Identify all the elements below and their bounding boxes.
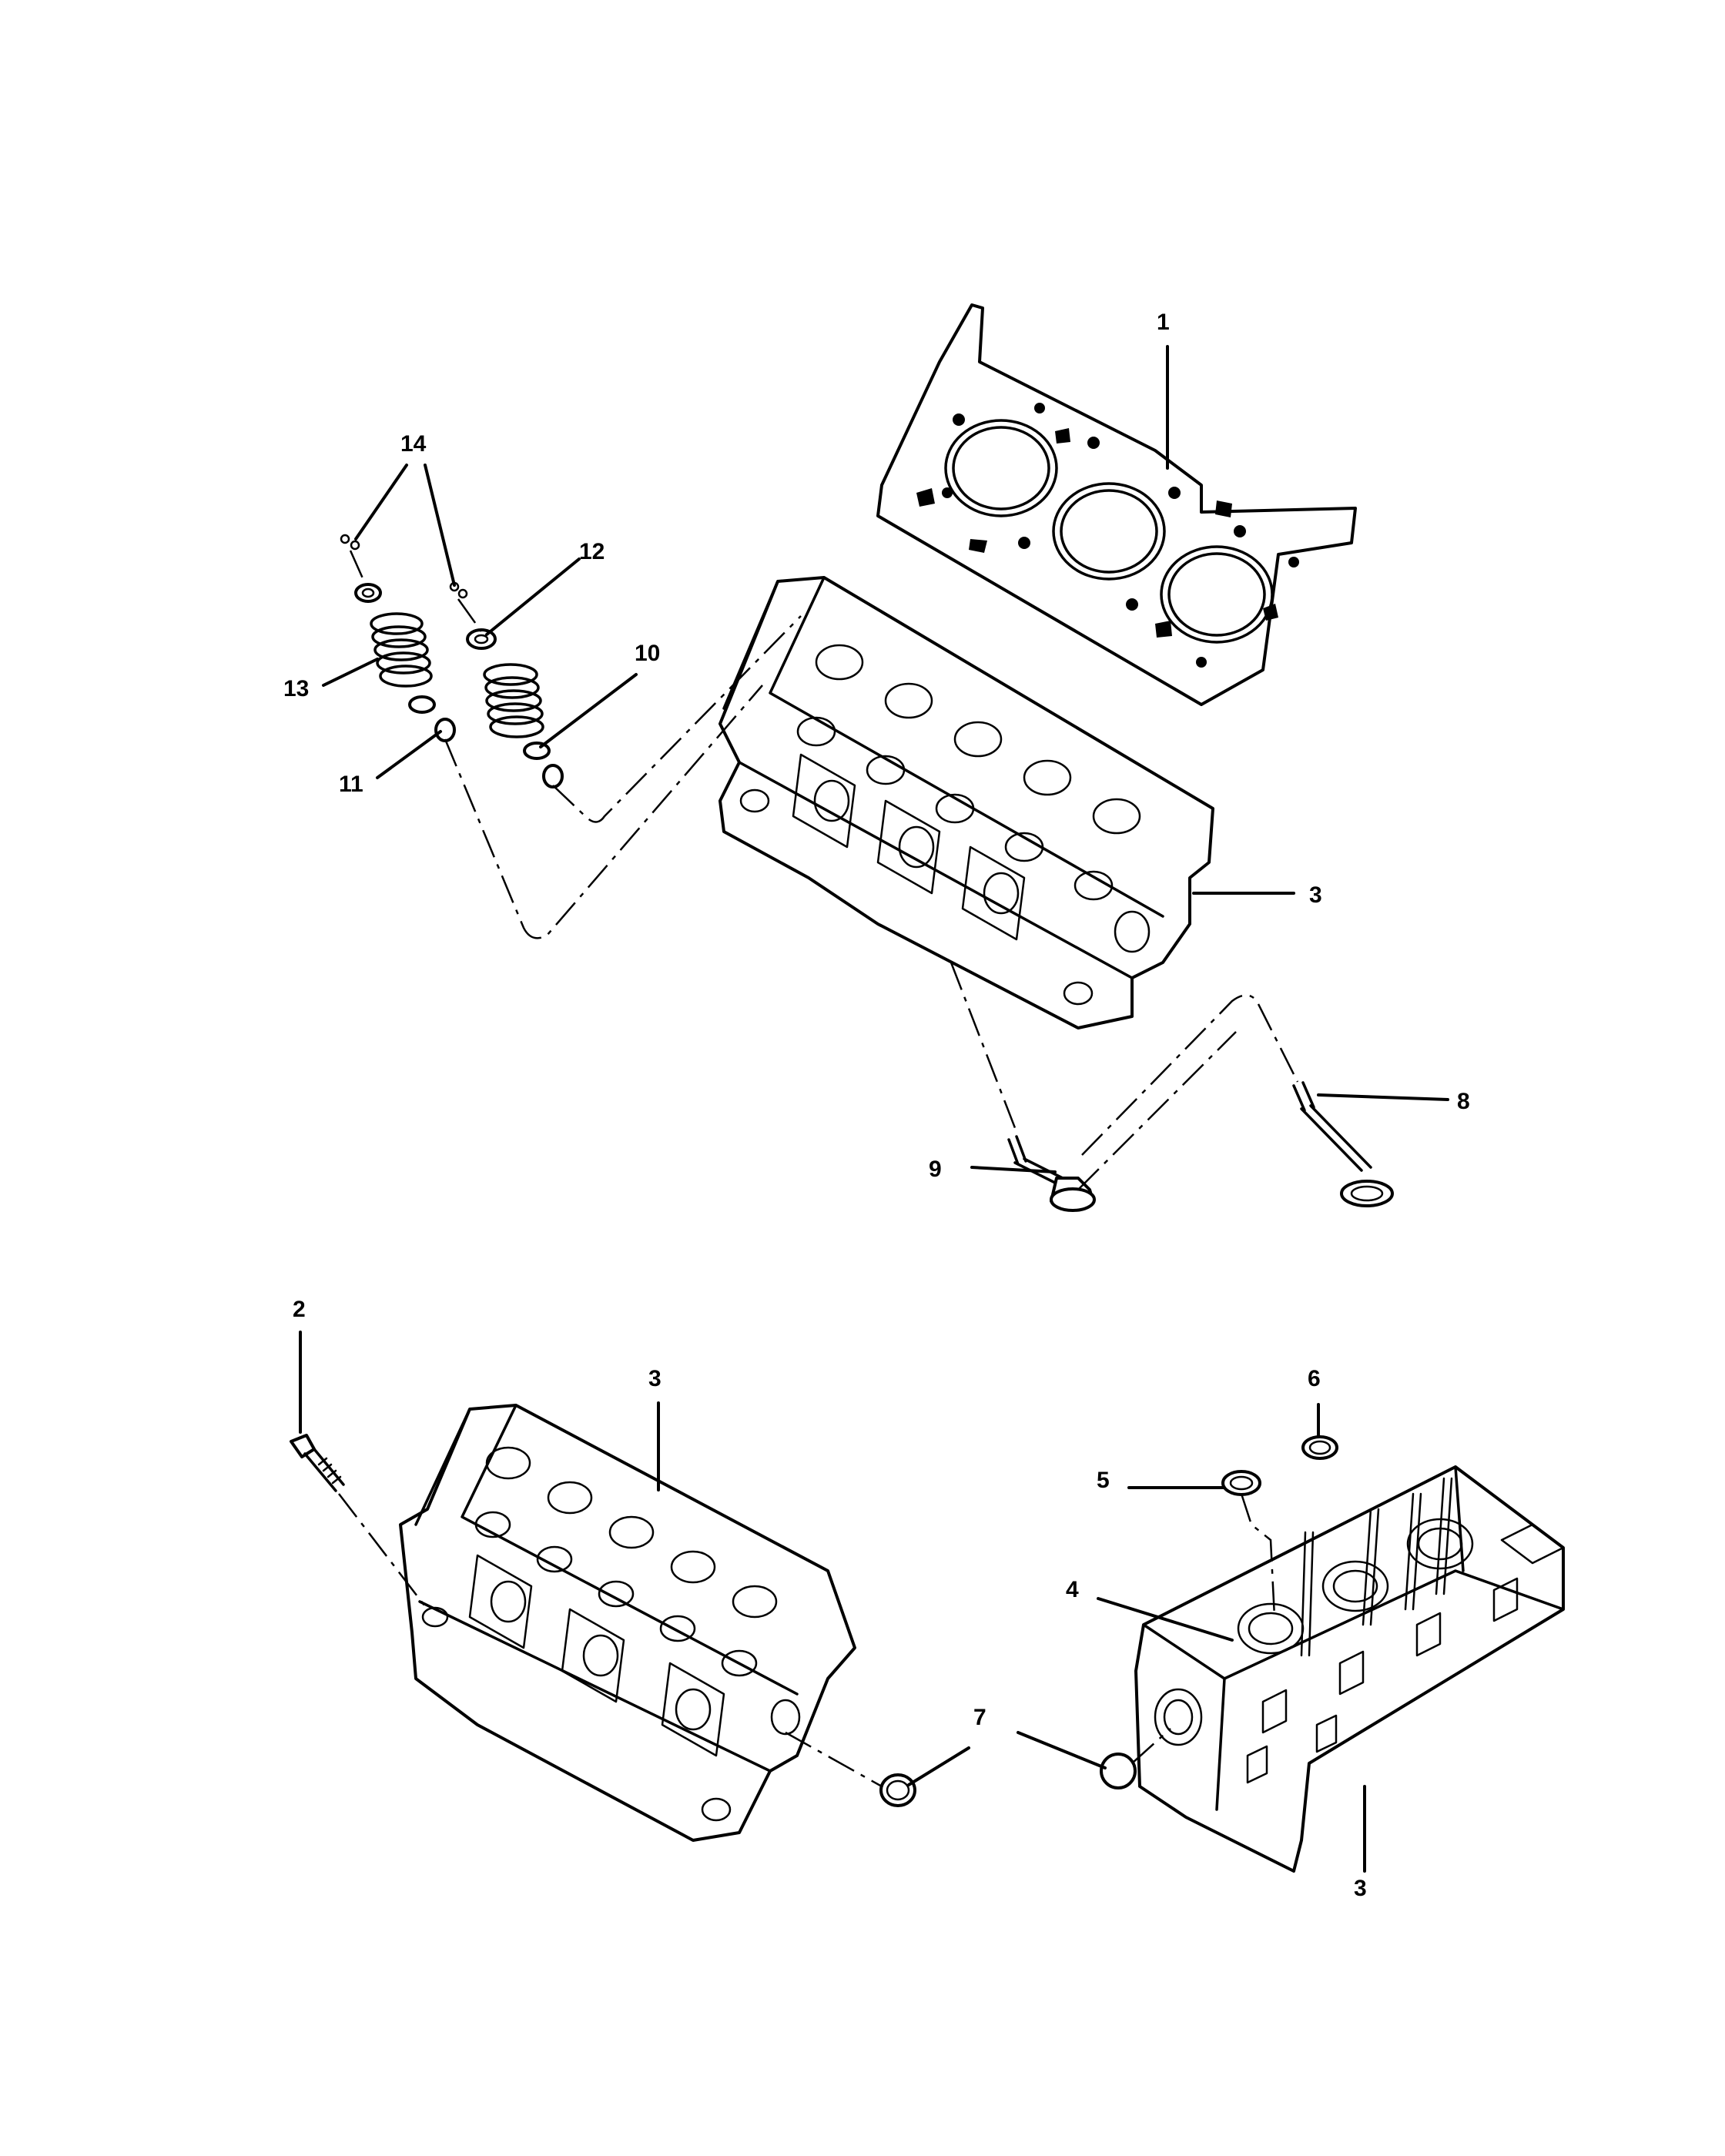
callout-7: 7 — [973, 1705, 986, 1730]
intake-valve — [1007, 1135, 1096, 1212]
core-plugs — [879, 1753, 1137, 1807]
spark-plug-tube-seals — [1221, 1435, 1338, 1496]
head-gasket — [876, 303, 1357, 706]
callout-13: 13 — [283, 676, 309, 701]
head-bolt — [290, 1434, 345, 1492]
cylinder-head-lower-right — [1134, 1465, 1565, 1873]
exhaust-valve — [1292, 1081, 1394, 1207]
callout-2: 2 — [293, 1297, 306, 1322]
leader-lines — [299, 345, 1449, 1873]
callout-labels: 1 2 3 3 3 4 5 6 7 8 9 10 11 12 13 14 — [283, 310, 1470, 1901]
callout-1: 1 — [1157, 310, 1170, 335]
cylinder-head-lower-left — [399, 1404, 856, 1842]
cylinder-head-upper — [718, 576, 1214, 1029]
assembly-lines — [338, 550, 1299, 1788]
valve-guides — [1300, 1477, 1453, 1657]
callout-3-lower-right: 3 — [1354, 1876, 1367, 1901]
callout-12: 12 — [579, 539, 605, 564]
callout-5: 5 — [1097, 1468, 1110, 1493]
callout-3-upper: 3 — [1309, 882, 1322, 908]
callout-6: 6 — [1308, 1366, 1321, 1391]
callout-11: 11 — [339, 772, 363, 797]
callout-3-lower-left: 3 — [648, 1366, 662, 1391]
callout-4: 4 — [1066, 1577, 1079, 1602]
callout-14: 14 — [400, 431, 427, 457]
callout-10: 10 — [635, 641, 660, 666]
callout-9: 9 — [929, 1157, 942, 1182]
callout-8: 8 — [1457, 1089, 1470, 1114]
valve-train-parts — [340, 534, 564, 788]
